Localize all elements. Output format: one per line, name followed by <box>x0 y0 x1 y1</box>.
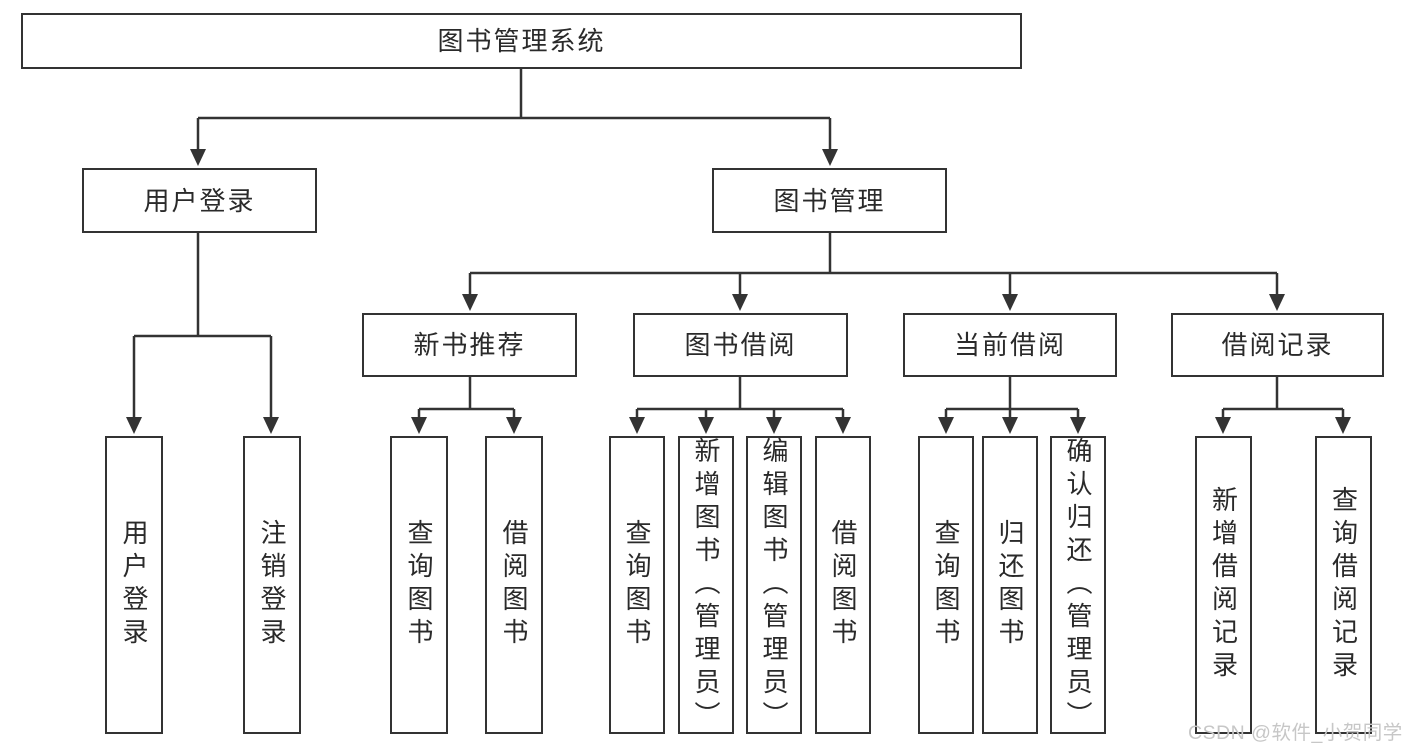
node-leaf-nbr-query-books: 查询图书 <box>390 436 448 734</box>
node-leaf-cb-confirm-return: 确认归还（管理员） <box>1050 436 1106 734</box>
node-book-borrowing-label: 图书借阅 <box>684 330 797 360</box>
node-leaf-nbr-query-books-label: 查询图书 <box>404 519 434 651</box>
node-leaf-user-login-label: 用户登录 <box>119 519 149 651</box>
node-leaf-bb-add-books-label: 新增图书（管理员） <box>691 436 721 734</box>
node-leaf-bb-add-books: 新增图书（管理员） <box>678 436 734 734</box>
node-current-borrowing: 当前借阅 <box>903 313 1117 377</box>
node-current-borrowing-label: 当前借阅 <box>953 330 1066 360</box>
node-borrowing-records: 借阅记录 <box>1171 313 1384 377</box>
node-leaf-cb-return-books: 归还图书 <box>982 436 1038 734</box>
node-user-login-label: 用户登录 <box>143 185 256 216</box>
node-root-label: 图书管理系统 <box>437 26 606 56</box>
node-leaf-bb-query-books: 查询图书 <box>609 436 665 734</box>
node-user-login: 用户登录 <box>82 168 317 233</box>
node-leaf-bb-borrow-books-label: 借阅图书 <box>828 519 858 651</box>
node-leaf-br-query-record-label: 查询借阅记录 <box>1328 486 1359 684</box>
csdn-watermark: CSDN @软件_小贺同学 <box>1188 722 1403 744</box>
node-new-book-recommend-label: 新书推荐 <box>413 330 526 360</box>
node-leaf-cb-query-books-label: 查询图书 <box>931 519 961 651</box>
node-leaf-cb-return-books-label: 归还图书 <box>995 519 1025 651</box>
node-leaf-br-add-record-label: 新增借阅记录 <box>1208 486 1239 684</box>
node-leaf-bb-edit-books-label: 编辑图书（管理员） <box>759 436 789 734</box>
node-book-borrowing: 图书借阅 <box>633 313 848 377</box>
connector-shafts <box>132 69 1345 419</box>
node-leaf-logout-label: 注销登录 <box>257 519 287 651</box>
node-leaf-nbr-borrow-books-label: 借阅图书 <box>499 519 529 651</box>
node-leaf-br-add-record: 新增借阅记录 <box>1195 436 1252 734</box>
node-leaf-nbr-borrow-books: 借阅图书 <box>485 436 543 734</box>
node-leaf-user-login: 用户登录 <box>105 436 163 734</box>
node-leaf-bb-query-books-label: 查询图书 <box>622 519 652 651</box>
node-leaf-cb-confirm-return-label: 确认归还（管理员） <box>1063 436 1093 734</box>
node-new-book-recommend: 新书推荐 <box>362 313 577 377</box>
arrowheads <box>126 149 1351 434</box>
node-book-management: 图书管理 <box>712 168 947 233</box>
node-leaf-br-query-record: 查询借阅记录 <box>1315 436 1372 734</box>
node-book-management-label: 图书管理 <box>773 185 886 216</box>
node-leaf-cb-query-books: 查询图书 <box>918 436 974 734</box>
node-leaf-bb-edit-books: 编辑图书（管理员） <box>746 436 802 734</box>
node-root: 图书管理系统 <box>21 13 1022 69</box>
node-leaf-bb-borrow-books: 借阅图书 <box>815 436 871 734</box>
node-leaf-logout: 注销登录 <box>243 436 301 734</box>
node-borrowing-records-label: 借阅记录 <box>1221 330 1334 360</box>
